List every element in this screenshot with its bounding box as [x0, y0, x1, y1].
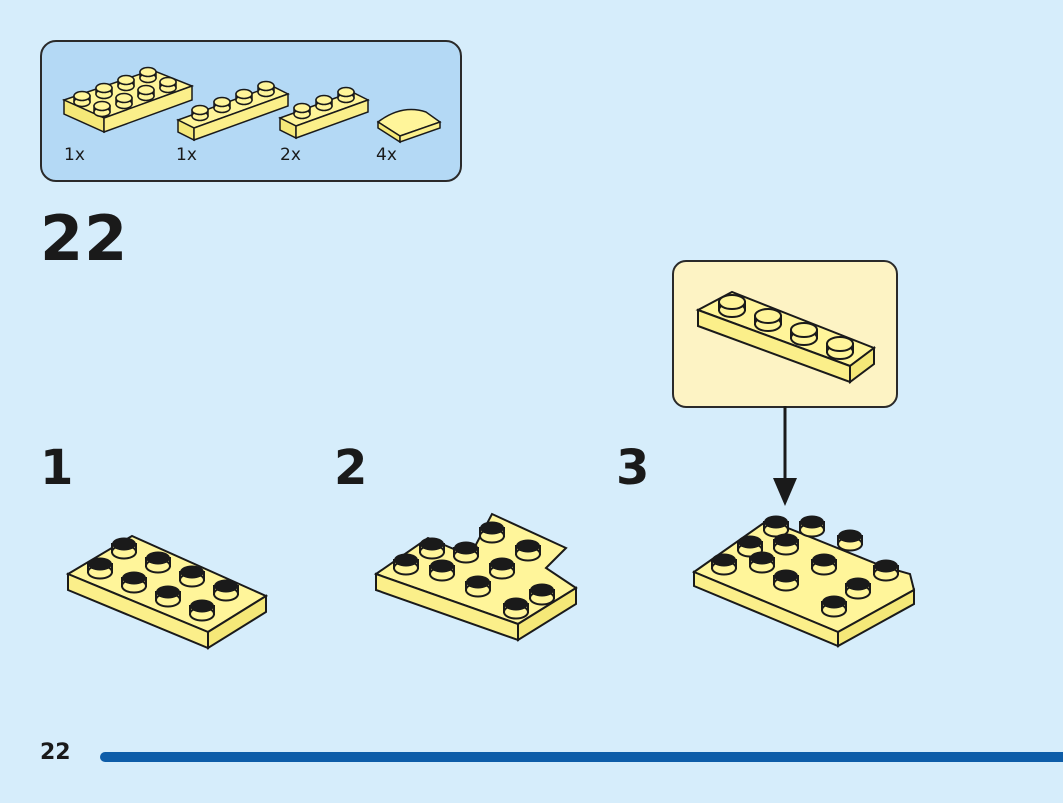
- substep-label-1: 1: [40, 440, 74, 496]
- progress-fill: [100, 752, 1063, 762]
- substep-label-3: 3: [616, 440, 650, 496]
- substep-label-2: 2: [334, 440, 368, 496]
- parts-illustration: [61, 66, 442, 144]
- progress-bar: [100, 752, 1063, 762]
- callout-plate-1x4: [695, 290, 877, 384]
- part-qty-1: 1x: [64, 145, 85, 165]
- parts-list-box: 1x 1x 2x 4x: [40, 40, 462, 182]
- part-qty-4: 4x: [376, 145, 397, 165]
- callout-box: [672, 260, 898, 408]
- substep-2-model: [373, 512, 578, 642]
- part-qty-2: 1x: [176, 145, 197, 165]
- part-qty-3: 2x: [280, 145, 301, 165]
- down-arrow-icon: [773, 406, 797, 506]
- part-plate-1x3: [278, 86, 370, 140]
- substep-3-model: [691, 514, 916, 648]
- part-plate-2x4: [61, 66, 195, 134]
- page-number: 22: [40, 740, 71, 765]
- part-curved-slope: [376, 108, 442, 144]
- step-number: 22: [40, 202, 129, 275]
- part-plate-1x4: [176, 80, 290, 142]
- substep-1-model: [65, 534, 269, 650]
